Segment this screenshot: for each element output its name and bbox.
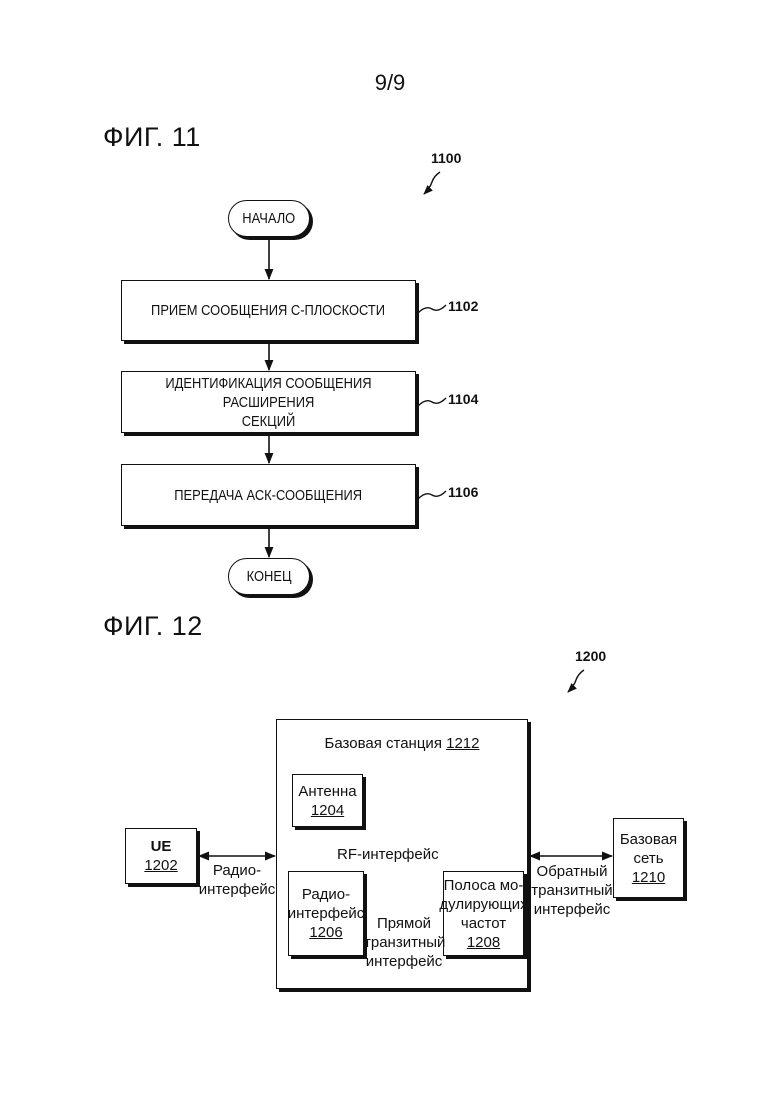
core-network-ref: 1210 xyxy=(632,868,665,887)
antenna-label: Антенна xyxy=(298,782,356,801)
core-network-line1: Базовая xyxy=(620,830,677,849)
radio-interface-ref: 1206 xyxy=(309,923,342,942)
flow-start: НАЧАЛО xyxy=(228,200,310,237)
rf-interface-label: RF-интерфейс xyxy=(337,845,439,864)
radio-interface-line1: Радио- xyxy=(302,885,350,904)
air-interface-line1: Радио- xyxy=(198,861,276,880)
flow-step-1104: ИДЕНТИФИКАЦИЯ СООБЩЕНИЯ РАСШИРЕНИЯ СЕКЦИ… xyxy=(121,371,416,433)
backhaul-line1: Обратный xyxy=(531,862,613,881)
fronthaul-line1: Прямой xyxy=(364,914,444,933)
core-network-box: Базовая сеть 1210 xyxy=(613,818,684,898)
fronthaul-line2: транзитный xyxy=(364,933,444,952)
leader-1102 xyxy=(418,305,446,313)
air-interface-line2: интерфейс xyxy=(198,880,276,899)
fig12-title: ФИГ. 12 xyxy=(103,611,203,642)
flow-step-1102-ref: 1102 xyxy=(448,298,478,314)
backhaul-line3: интерфейс xyxy=(531,900,613,919)
baseband-line3: частот xyxy=(461,914,506,933)
flow-step-1102-label: ПРИЕМ СООБЩЕНИЯ С-ПЛОСКОСТИ xyxy=(151,301,385,320)
flow-step-1104-label: ИДЕНТИФИКАЦИЯ СООБЩЕНИЯ РАСШИРЕНИЯ СЕКЦИ… xyxy=(143,374,395,431)
baseband-box: Полоса мо- дулирующих частот 1208 xyxy=(443,871,524,956)
core-network-line2: сеть xyxy=(633,849,663,868)
baseband-ref: 1208 xyxy=(467,933,500,952)
base-station-ref: 1212 xyxy=(446,735,479,752)
fig11-ref: 1100 xyxy=(431,150,461,166)
flow-step-1102: ПРИЕМ СООБЩЕНИЯ С-ПЛОСКОСТИ xyxy=(121,280,416,341)
ue-ref: 1202 xyxy=(144,856,177,875)
antenna-box: Антенна 1204 xyxy=(292,774,363,827)
backhaul-line2: транзитный xyxy=(531,881,613,900)
ue-label: UE xyxy=(151,837,172,856)
flow-step-1106-ref: 1106 xyxy=(448,484,478,500)
flow-end-label: КОНЕЦ xyxy=(247,567,292,586)
fronthaul-line3: интерфейс xyxy=(364,952,444,971)
ue-box: UE 1202 xyxy=(125,828,197,884)
flow-step-1106: ПЕРЕДАЧА АСК-СООБЩЕНИЯ xyxy=(121,464,416,526)
backhaul-label: Обратный транзитный интерфейс xyxy=(531,862,613,919)
flow-start-label: НАЧАЛО xyxy=(243,209,296,228)
fronthaul-label: Прямой транзитный интерфейс xyxy=(364,914,444,971)
page-number: 9/9 xyxy=(0,70,780,96)
fig11-title: ФИГ. 11 xyxy=(103,122,201,153)
leader-1100 xyxy=(424,172,440,194)
radio-interface-line2: интерфейс xyxy=(288,904,365,923)
fig12-ref: 1200 xyxy=(575,648,606,664)
flow-end: КОНЕЦ xyxy=(228,558,310,595)
leader-1104 xyxy=(418,398,446,406)
flow-step-1104-ref: 1104 xyxy=(448,391,478,407)
baseband-line1: Полоса мо- xyxy=(444,876,524,895)
base-station-title: Базовая станция 1212 xyxy=(325,734,480,753)
leader-1106 xyxy=(418,491,446,499)
leader-1200 xyxy=(568,670,584,692)
antenna-ref: 1204 xyxy=(311,801,344,820)
air-interface-label: Радио- интерфейс xyxy=(198,861,276,899)
flow-step-1106-label: ПЕРЕДАЧА АСК-СООБЩЕНИЯ xyxy=(175,486,363,505)
radio-interface-box: Радио- интерфейс 1206 xyxy=(288,871,364,956)
baseband-line2: дулирующих xyxy=(439,895,527,914)
base-station-label: Базовая станция xyxy=(325,735,442,752)
